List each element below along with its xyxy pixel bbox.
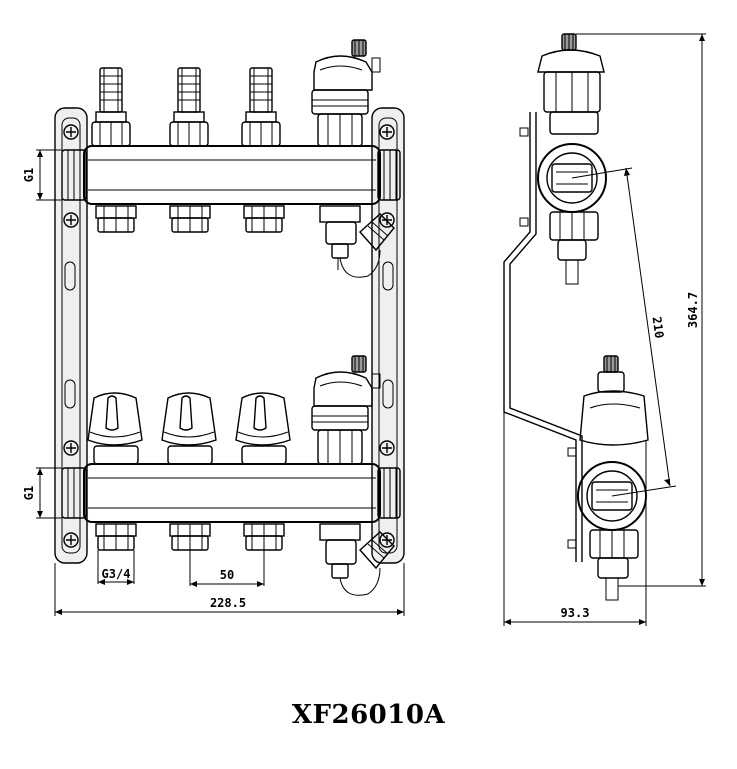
side-lower-header — [577, 355, 649, 601]
dim-label-outlet-thread: G3/4 — [102, 567, 131, 581]
dim-label-outlet-spacing: 50 — [220, 568, 234, 582]
side-upper-header — [537, 33, 607, 285]
valve-cap — [161, 392, 217, 465]
front-view: G1 G1 G3/4 50 228.5 — [22, 39, 405, 616]
flow-meter — [169, 67, 209, 147]
dimension-header-spacing: 210 — [571, 167, 677, 497]
screw-icon — [63, 212, 79, 228]
lower-drain-valve — [319, 523, 395, 596]
outlet-connector — [169, 205, 211, 233]
upper-header-bar — [61, 145, 401, 205]
screw-icon — [379, 532, 395, 548]
screw-icon — [379, 212, 395, 228]
lower-outlets — [95, 523, 285, 551]
screw-icon — [379, 440, 395, 456]
outlet-connector — [243, 523, 285, 551]
side-view: 210 364.7 93.3 — [503, 33, 706, 626]
valve-cap — [87, 392, 143, 465]
bracket-screws — [63, 124, 395, 548]
dim-label-header-spacing: 210 — [650, 316, 667, 339]
dimension-outlet-spacing: 50 — [189, 550, 265, 587]
outlet-connector — [169, 523, 211, 551]
screw-icon — [63, 440, 79, 456]
dim-label-g1-lower: G1 — [22, 486, 36, 500]
upper-outlets — [95, 205, 285, 233]
dim-label-overall-height: 364.7 — [686, 292, 700, 328]
outlet-connector — [95, 523, 137, 551]
dim-label-overall-depth: 93.3 — [561, 606, 590, 620]
flow-meter — [241, 67, 281, 147]
upper-air-vent — [311, 39, 381, 147]
lower-valve-caps — [87, 392, 291, 465]
dimension-overall-depth: 93.3 — [503, 412, 647, 626]
dimension-g34: G3/4 — [97, 550, 135, 585]
left-bracket — [54, 107, 88, 564]
dimension-g1-upper: G1 — [22, 149, 62, 201]
screw-icon — [63, 532, 79, 548]
dim-label-g1-upper: G1 — [22, 168, 36, 182]
model-number: XF26010A — [291, 700, 446, 730]
flow-meter — [91, 67, 131, 147]
dim-label-overall-width: 228.5 — [210, 596, 246, 610]
right-bracket — [371, 107, 405, 564]
dimension-g1-lower: G1 — [22, 467, 62, 519]
upper-flow-meters — [91, 67, 281, 147]
screw-icon — [63, 124, 79, 140]
outlet-connector — [243, 205, 285, 233]
side-bracket-profile — [503, 112, 583, 562]
outlet-connector — [95, 205, 137, 233]
dimension-overall-width: 228.5 — [54, 563, 405, 616]
valve-cap — [235, 392, 291, 465]
upper-drain-valve — [319, 205, 395, 278]
dimension-overall-height: 364.7 — [576, 33, 706, 587]
screw-icon — [379, 124, 395, 140]
lower-air-vent — [311, 355, 381, 465]
lower-header-bar — [61, 463, 401, 523]
